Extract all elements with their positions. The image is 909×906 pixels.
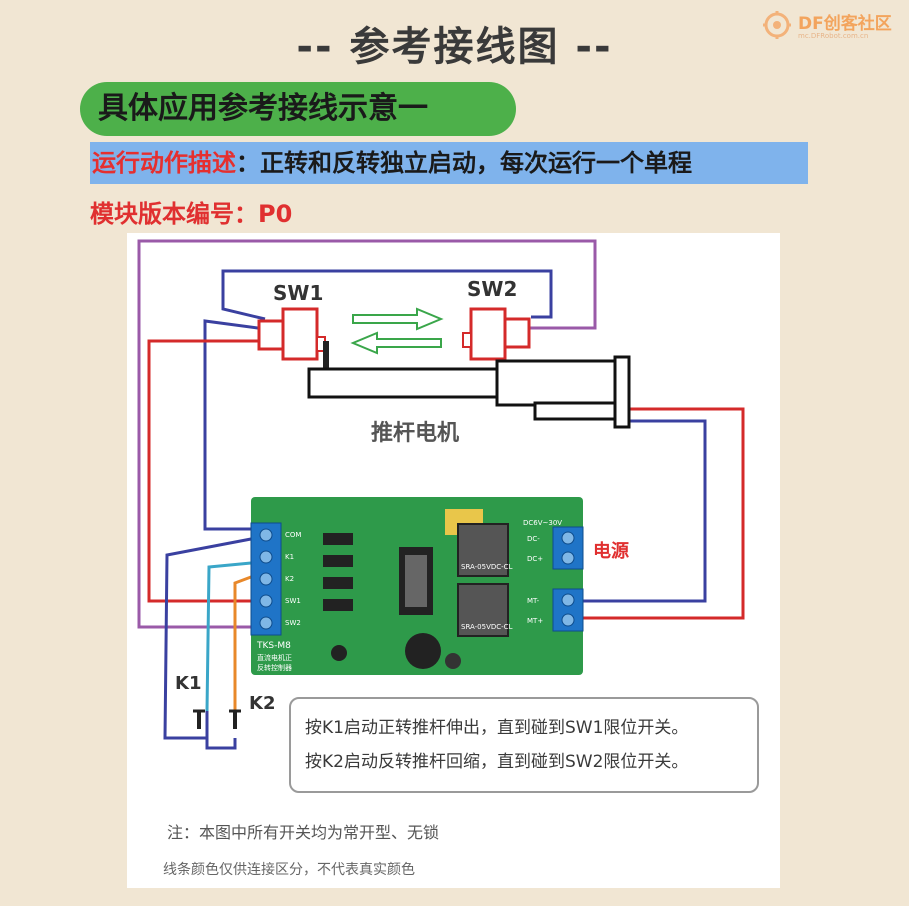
- wire-k-orange: [233, 575, 252, 711]
- k2-label: K2: [249, 693, 276, 714]
- instruction-k1: 按K1启动正转推杆伸出，直到碰到SW1限位开关。: [305, 718, 689, 738]
- instruction-box: 按K1启动正转推杆伸出，直到碰到SW1限位开关。 按K2启动反转推杆回缩，直到碰…: [289, 697, 759, 793]
- wire-k-navy: [163, 537, 252, 740]
- pcb-dc-plus: DC+: [527, 555, 544, 563]
- note-switch-type: 注：本图中所有开关均为常开型、无锁: [167, 823, 440, 842]
- wire-sw-link: [221, 269, 553, 321]
- wire-red-sw1: [147, 339, 265, 603]
- section-pill: 具体应用参考接线示意一: [80, 82, 516, 136]
- k1-label: K1: [175, 673, 202, 694]
- wire-k-common: [205, 738, 237, 750]
- terminal-left: [250, 522, 282, 636]
- wire-motor-blue: [575, 419, 707, 603]
- pcb-mt-minus: MT-: [527, 597, 540, 605]
- pcb-term-sw2: SW2: [285, 619, 301, 627]
- sw1-label: SW1: [273, 281, 324, 305]
- motion-separator: ：: [236, 149, 260, 177]
- arrow-left-icon: [350, 331, 442, 355]
- pcb-relay1: SRA-05VDC-CL: [461, 563, 513, 571]
- motion-label: 运行动作描述: [92, 149, 236, 177]
- wiring-diagram: SW1 SW2 推杆电机 电源 K1 K2 DC6V~30V DC- DC+ M…: [127, 233, 780, 888]
- watermark-brand: DF创客社区: [798, 14, 892, 34]
- pcb-term-sw1: SW1: [285, 597, 301, 605]
- sw2-label: SW2: [467, 277, 518, 301]
- power-label: 电源: [593, 541, 629, 562]
- sw1-switch: [257, 307, 326, 361]
- optocouplers: [323, 533, 353, 611]
- pcb-term-k1: K1: [285, 553, 295, 561]
- wire-motor-red: [575, 407, 745, 620]
- note-wire-colors: 线条颜色仅供连接区分，不代表真实颜色: [163, 862, 415, 878]
- pcb-mt-plus: MT+: [527, 617, 544, 625]
- terminal-power: [552, 526, 584, 570]
- pcb-dc-range: DC6V~30V: [523, 519, 563, 527]
- pcb-term-com: COM: [285, 531, 302, 539]
- pcb-relay2: SRA-05VDC-CL: [461, 623, 513, 631]
- arrow-right-icon: [352, 307, 444, 331]
- instruction-k2: 按K2启动反转推杆回缩，直到碰到SW2限位开关。: [305, 752, 689, 772]
- push-rod-motor: [307, 341, 631, 429]
- pcb-subtitle1: 直流电机正: [257, 654, 292, 662]
- page-title: -- 参考接线图 --: [296, 24, 613, 70]
- wire-blue-com: [203, 319, 266, 531]
- k2-switch: [229, 709, 241, 729]
- sw2-switch: [462, 307, 531, 361]
- wire-k-cyan: [205, 561, 252, 712]
- watermark-url: mc.DFRobot.com.cn: [798, 32, 869, 40]
- df-logo-icon: [763, 11, 791, 39]
- pcb-dc-minus: DC-: [527, 535, 540, 543]
- motion-description: 运行动作描述：正转和反转独立启动，每次运行一个单程: [90, 142, 808, 184]
- motor-label: 推杆电机: [371, 421, 460, 446]
- wire-purple: [137, 239, 597, 629]
- watermark: DF创客社区 mc.DFRobot.com.cn: [758, 6, 906, 40]
- pcb-subtitle2: 反转控制器: [257, 664, 292, 672]
- module-version: 模块版本编号：P0: [90, 200, 293, 228]
- terminal-motor: [552, 588, 584, 632]
- pcb-term-k2: K2: [285, 575, 295, 583]
- motion-text: 正转和反转独立启动，每次运行一个单程: [260, 149, 692, 177]
- controller-board: [250, 497, 584, 675]
- pcb-model: TKS-M8: [257, 641, 291, 651]
- wiring-diagram-svg: [137, 239, 745, 750]
- k1-switch: [193, 709, 205, 729]
